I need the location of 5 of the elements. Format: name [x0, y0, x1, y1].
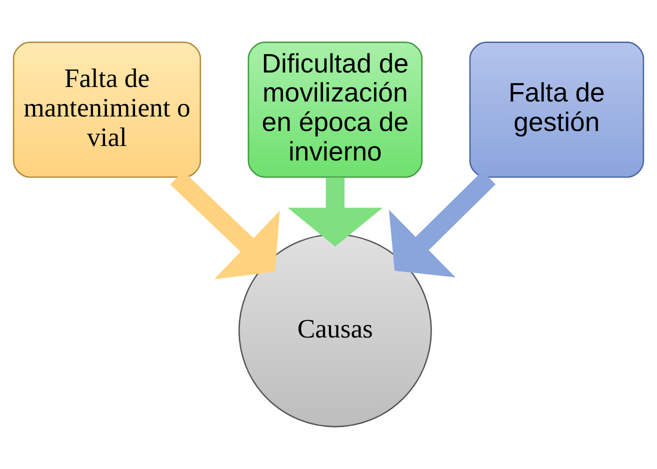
node-box: Dificultad de movilización en época de invierno: [248, 42, 423, 178]
node-box: Falta de mantenimient o vial: [12, 42, 202, 178]
node-box: Falta de gestión: [469, 42, 644, 178]
arrow: [288, 178, 383, 247]
node-circle: Causas: [238, 234, 432, 428]
